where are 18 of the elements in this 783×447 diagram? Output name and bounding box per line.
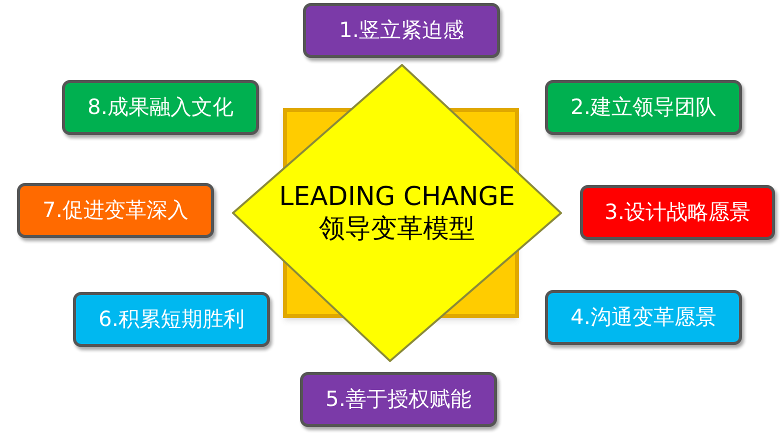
step-box xyxy=(73,292,270,347)
step-box xyxy=(303,3,500,58)
step-box xyxy=(545,80,742,135)
step-label: 6.积累短期胜利 xyxy=(98,306,245,333)
step-label: 2.建立领导团队 xyxy=(570,94,717,121)
step-box xyxy=(62,80,259,135)
step-label: 7.促进变革深入 xyxy=(42,196,189,224)
step-box xyxy=(300,372,497,427)
step-box xyxy=(17,183,214,238)
step-label: 5.善于授权赋能 xyxy=(325,386,472,413)
diamond-title: LEADING CHANGE xyxy=(279,181,515,213)
step-box xyxy=(545,290,742,345)
step-label: 1.竖立紧迫感 xyxy=(338,16,464,44)
step-label: 3.设计战略愿景 xyxy=(604,198,751,226)
step-box xyxy=(580,185,775,240)
step-label: 8.成果融入文化 xyxy=(87,94,234,121)
step-label: 4.沟通变革愿景 xyxy=(570,304,717,331)
diamond-subtitle: 领导变革模型 xyxy=(319,213,475,245)
